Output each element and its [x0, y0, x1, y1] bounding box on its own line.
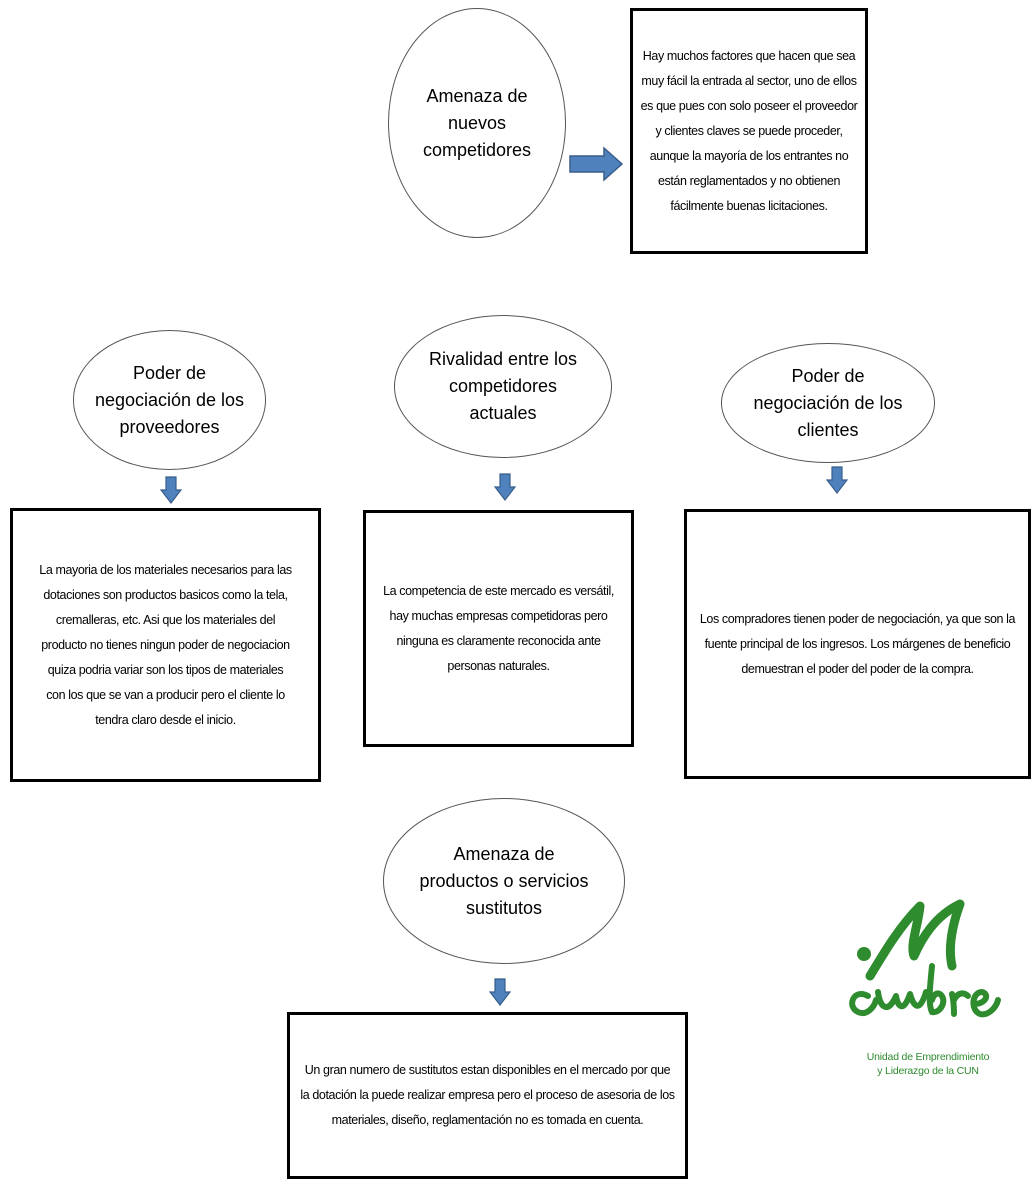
arrow-down-icon [489, 978, 511, 1006]
node-suppliers: Poder de negociación de los proveedores [73, 330, 266, 470]
cunbre-logo: cunbre [849, 899, 1001, 1018]
rivalry-description-box: La competencia de este mercado es versát… [363, 510, 634, 747]
new-competitors-description-box: Hay muchos factores que hacen que sea mu… [630, 8, 868, 254]
arrow-down-icon [826, 466, 848, 494]
node-rivalry: Rivalidad entre los competidores actuale… [394, 315, 612, 458]
substitutes-description: Un gran numero de sustitutos estan dispo… [300, 1063, 675, 1127]
suppliers-description-box: La mayoria de los materiales necesarios … [10, 508, 321, 782]
clients-description: Los compradores tienen poder de negociac… [699, 611, 1016, 676]
node-substitutes: Amenaza de productos o servicios sustitu… [383, 798, 625, 964]
arrow-right-icon [569, 146, 624, 182]
node-new-competitors-title: Amenaza de nuevos competidores [422, 85, 532, 160]
rivalry-description: La competencia de este mercado es versát… [383, 583, 614, 673]
new-competitors-description: Hay muchos factores que hacen que sea mu… [640, 48, 858, 213]
node-clients: Poder de negociación de los clientes [721, 343, 935, 463]
suppliers-description: La mayoria de los materiales necesarios … [39, 562, 292, 727]
arrow-down-icon [494, 473, 516, 501]
substitutes-description-box: Un gran numero de sustitutos estan dispo… [287, 1012, 688, 1179]
node-clients-title: Poder de negociación de los clientes [753, 365, 903, 440]
node-rivalry-title: Rivalidad entre los competidores actuale… [428, 349, 578, 423]
node-new-competitors: Amenaza de nuevos competidores [388, 8, 566, 238]
logo-subtitle: Unidad de Emprendimiento y Liderazgo de … [866, 1051, 990, 1077]
clients-description-box: Los compradores tienen poder de negociac… [684, 509, 1031, 779]
arrow-down-icon [160, 476, 182, 504]
node-suppliers-title: Poder de negociación de los proveedores [94, 362, 245, 437]
node-substitutes-title: Amenaza de productos o servicios sustitu… [419, 843, 589, 918]
